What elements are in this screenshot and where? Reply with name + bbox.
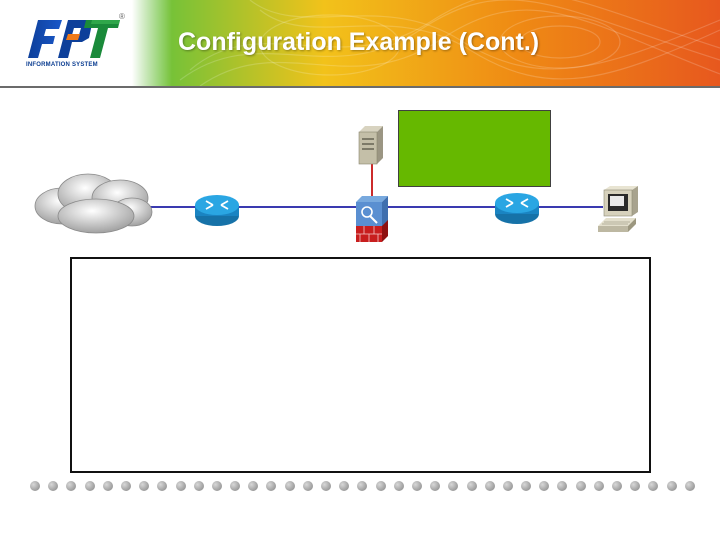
content-panel: [70, 257, 651, 473]
router-icon: [195, 195, 239, 226]
footer-dot-divider: [30, 480, 695, 492]
registered-mark: ®: [119, 12, 125, 21]
footer-dot: [521, 481, 532, 491]
contour-pattern: [179, 0, 720, 86]
footer-dot: [139, 481, 150, 491]
server-icon: [358, 126, 383, 165]
footer-dot: [411, 481, 422, 491]
footer-dot: [157, 481, 168, 491]
footer-dot: [557, 481, 568, 491]
footer-dot: [175, 481, 186, 491]
firewall-icon: [356, 196, 388, 242]
footer-dot: [302, 481, 313, 491]
footer-dot: [593, 481, 604, 491]
footer-dot: [30, 481, 40, 491]
fpt-logo-icon: [28, 20, 120, 58]
footer-dot: [357, 481, 368, 491]
link-cloud-router: [150, 206, 196, 208]
footer-dot: [430, 481, 441, 491]
footer-dot: [120, 481, 131, 491]
footer-dot: [630, 481, 641, 491]
footer-dot: [648, 481, 659, 491]
footer-dot: [484, 481, 495, 491]
footer-dot: [684, 481, 695, 491]
footer-dot: [211, 481, 222, 491]
cloud-icon: [34, 173, 153, 234]
footer-dot: [84, 481, 95, 491]
footer-dot: [448, 481, 459, 491]
footer-dot: [284, 481, 295, 491]
footer-dot: [539, 481, 550, 491]
footer-dot: [66, 481, 77, 491]
footer-dot: [102, 481, 113, 491]
header-divider: [0, 86, 720, 88]
footer-dot: [193, 481, 204, 491]
link-server-firewall: [371, 164, 373, 196]
footer-dot: [612, 481, 622, 491]
link-router-workstation: [538, 206, 603, 208]
link-firewall-router: [388, 206, 496, 208]
slide-title: Configuration Example (Cont.): [178, 28, 540, 56]
footer-dot: [248, 481, 259, 491]
footer-dot: [266, 481, 277, 491]
footer-dot: [375, 481, 386, 491]
footer-dot: [666, 481, 677, 491]
footer-dot: [393, 481, 404, 491]
highlight-box: [398, 110, 551, 187]
router-icon: [495, 193, 539, 224]
footer-dot: [339, 481, 350, 491]
logo-tagline: INFORMATION SYSTEM: [26, 62, 98, 68]
workstation-icon: [598, 186, 638, 232]
footer-dot: [48, 481, 59, 491]
footer-dot: [575, 481, 586, 491]
footer-dot: [321, 481, 331, 491]
footer-dot: [502, 481, 513, 491]
link-router-firewall: [238, 206, 356, 208]
header-banner: ® INFORMATION SYSTEM Configuration Examp…: [0, 0, 720, 86]
footer-dot: [466, 481, 477, 491]
footer-dot: [230, 481, 241, 491]
